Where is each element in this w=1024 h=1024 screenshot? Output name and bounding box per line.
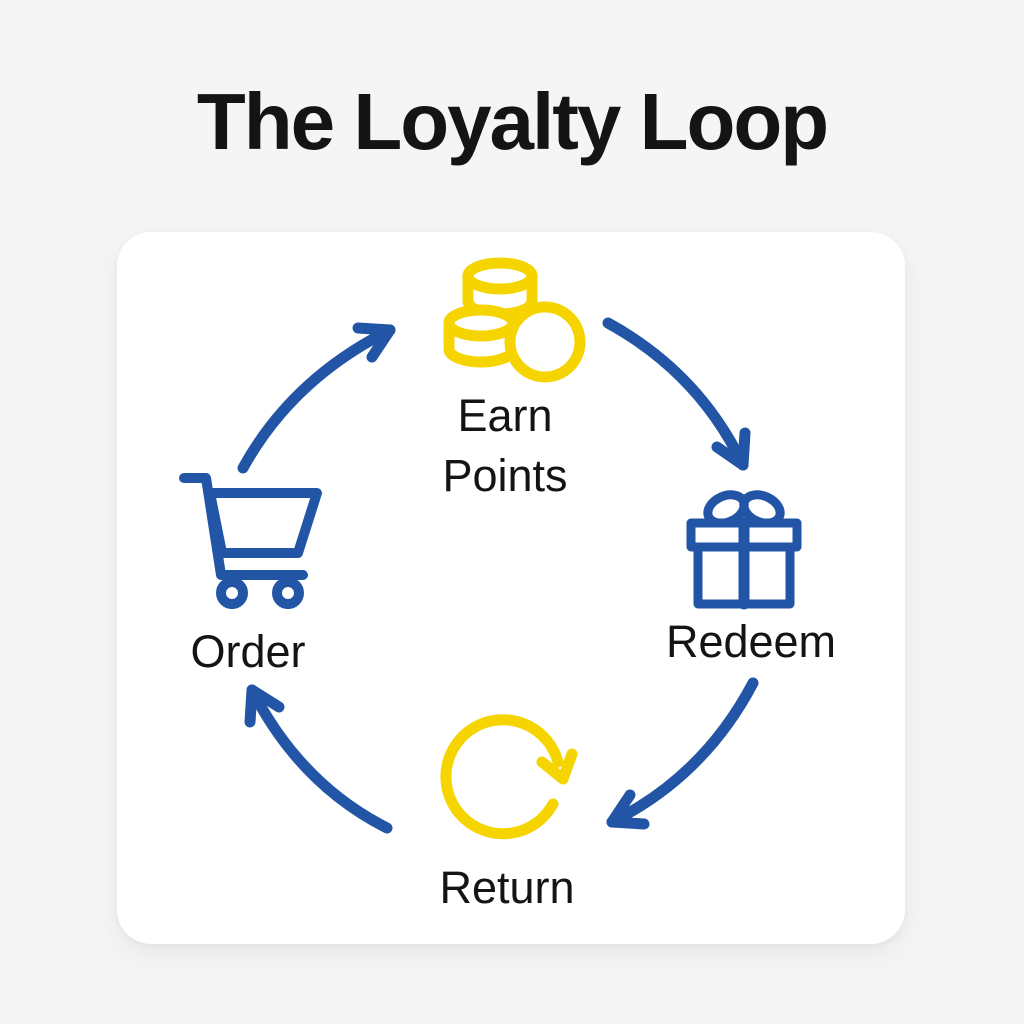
stage-label-earn-points: Earn Points [442, 390, 568, 501]
stage-label-return: Return [439, 862, 575, 913]
rotate-cw-icon [440, 714, 578, 840]
coins-icon [443, 257, 586, 383]
gift-icon [686, 490, 802, 610]
stage-label-redeem: Redeem [665, 616, 837, 667]
page-title: The Loyalty Loop [196, 77, 829, 166]
stage-label-order: Order [190, 626, 306, 677]
shopping-cart-icon [179, 473, 322, 609]
